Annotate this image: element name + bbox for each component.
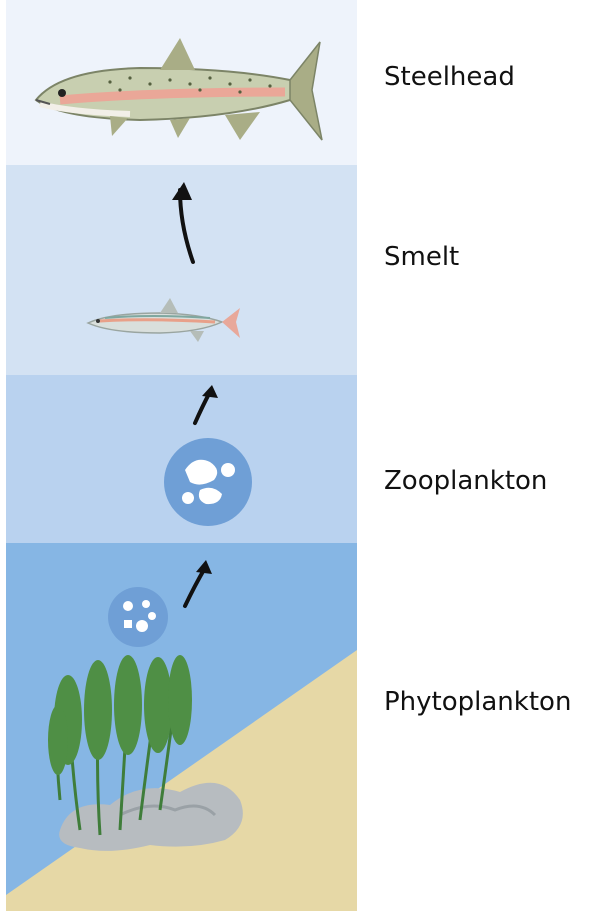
label-phytoplankton: Phytoplankton [384,687,571,717]
label-smelt: Smelt [384,242,459,272]
label-steelhead: Steelhead [384,62,515,92]
zooplankton-bubble [164,438,252,526]
label-zooplankton: Zooplankton [384,466,547,496]
phytoplankton-bubble [108,587,168,647]
